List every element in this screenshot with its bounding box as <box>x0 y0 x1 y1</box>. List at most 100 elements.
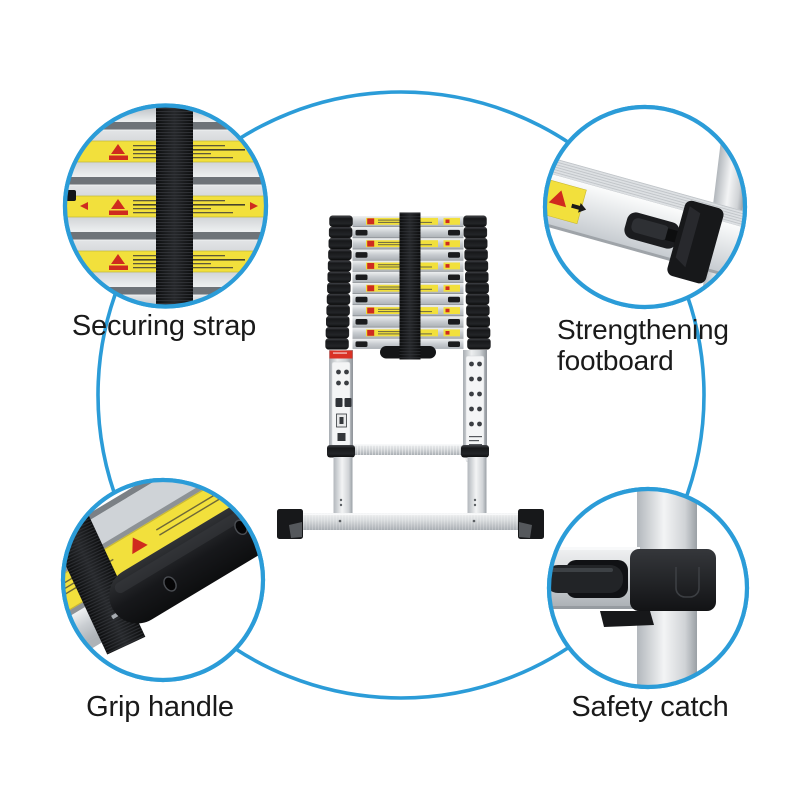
rung-slot <box>448 229 460 236</box>
telescopic-collar-left <box>326 315 350 328</box>
rivet <box>339 503 343 507</box>
rung-slot <box>355 319 368 325</box>
rivet <box>473 503 477 507</box>
telescopic-collar-left <box>328 249 352 261</box>
rivet <box>339 498 343 502</box>
pictogram-dot <box>336 369 341 375</box>
pictogram-dot <box>469 421 474 427</box>
pictogram-dot <box>336 380 341 386</box>
warning-label-strip <box>443 240 460 248</box>
bottom-rung-texture <box>353 444 463 455</box>
rung-slot <box>355 229 368 236</box>
rung-slot <box>355 252 368 258</box>
screw-hole <box>163 576 177 592</box>
pictogram-dot <box>477 391 482 397</box>
danger-mark <box>445 219 450 224</box>
danger-mark <box>367 218 375 225</box>
grip-handle-detail-photo <box>63 480 263 680</box>
arrow-right-icon <box>250 202 258 210</box>
warning-label-strip <box>443 217 460 225</box>
danger-mark <box>445 264 450 268</box>
pictogram-dot <box>469 361 474 367</box>
callout-label-securing-strap: Securing strap <box>71 310 257 342</box>
danger-triangle-icon <box>548 190 567 208</box>
warning-label-strip <box>443 307 460 314</box>
telescopic-collar-left <box>326 304 350 317</box>
label-text-line <box>63 582 84 626</box>
telescopic-collar-left <box>327 282 351 294</box>
danger-mark <box>445 241 450 246</box>
rivet <box>338 519 342 523</box>
pictogram-dot <box>477 376 482 382</box>
rung-slot <box>448 252 460 258</box>
rung-slot <box>448 296 460 303</box>
rung-slot <box>355 296 368 303</box>
telescopic-collar-right <box>466 327 491 339</box>
rung-slot <box>448 341 460 347</box>
danger-mark <box>367 329 375 336</box>
telescopic-collar-right <box>467 338 491 350</box>
callout-securing-strap <box>62 103 269 309</box>
pictogram-dot <box>344 369 349 375</box>
footboard-detail-photo <box>545 107 745 307</box>
callout-label-safety-catch: Safety catch <box>571 691 729 723</box>
label-text-line <box>63 566 92 617</box>
strap-texture <box>399 212 421 360</box>
rubber-foot-right <box>518 509 544 539</box>
securing-strap-detail-photo <box>65 105 266 307</box>
label-text-line <box>159 498 220 536</box>
warning-label-strip <box>443 284 460 292</box>
callout-safety-catch <box>546 486 750 690</box>
footboard-texture <box>283 513 541 530</box>
ladder-photo <box>277 212 544 539</box>
rubber-foot-left <box>277 509 303 539</box>
telescopic-collar-left <box>327 260 352 272</box>
pictogram-line <box>469 440 479 442</box>
pictogram <box>335 398 343 407</box>
telescopic-collar-right <box>465 282 489 294</box>
telescopic-collar-right <box>464 249 488 261</box>
lower-tube-right <box>467 457 487 515</box>
leg-collar-left <box>327 445 355 458</box>
danger-triangle-icon <box>132 537 148 555</box>
callout-grip-handle <box>60 477 266 683</box>
telescopic-collar-left <box>326 293 351 305</box>
danger-mark <box>445 286 450 290</box>
pictogram-dot <box>469 406 474 412</box>
strap-weave-texture <box>156 105 193 307</box>
telescopic-collar-right <box>464 260 489 272</box>
danger-word-block <box>109 265 128 270</box>
label-text-line <box>378 241 420 243</box>
telescopic-collar-left <box>325 327 350 339</box>
pictogram <box>339 417 344 424</box>
arrow-left-icon <box>80 202 88 210</box>
telescopic-collar-left <box>327 271 351 283</box>
label-text-line <box>378 264 420 266</box>
rung-slot <box>355 341 368 347</box>
label-text-line <box>378 219 420 221</box>
clamp-notch <box>675 567 700 598</box>
callout-label-strengthening-footboard: Strengthening footboard <box>557 314 729 376</box>
pictogram <box>344 398 352 407</box>
callout-label-grip-handle: Grip handle <box>86 691 234 723</box>
rung-slot <box>448 274 460 281</box>
arrow-right-icon <box>571 202 587 213</box>
telescopic-collar-right <box>463 226 488 239</box>
safety-catch-detail-photo <box>549 489 747 687</box>
latch-tab <box>65 285 76 296</box>
danger-mark <box>367 240 375 247</box>
telescopic-collar-right <box>465 271 489 283</box>
telescopic-collar-left <box>329 215 353 227</box>
connector-circle <box>96 90 706 700</box>
telescopic-collar-left <box>328 226 353 239</box>
latch-bar <box>549 547 640 609</box>
pictogram-dot <box>477 421 482 427</box>
footboard-bar <box>545 156 745 284</box>
safety-pictograms <box>335 361 482 446</box>
telescopic-collar-right <box>466 304 490 317</box>
rung-slot <box>355 274 368 281</box>
pictogram-line <box>469 444 482 446</box>
label-text-line <box>378 286 420 288</box>
rivet <box>473 498 477 502</box>
